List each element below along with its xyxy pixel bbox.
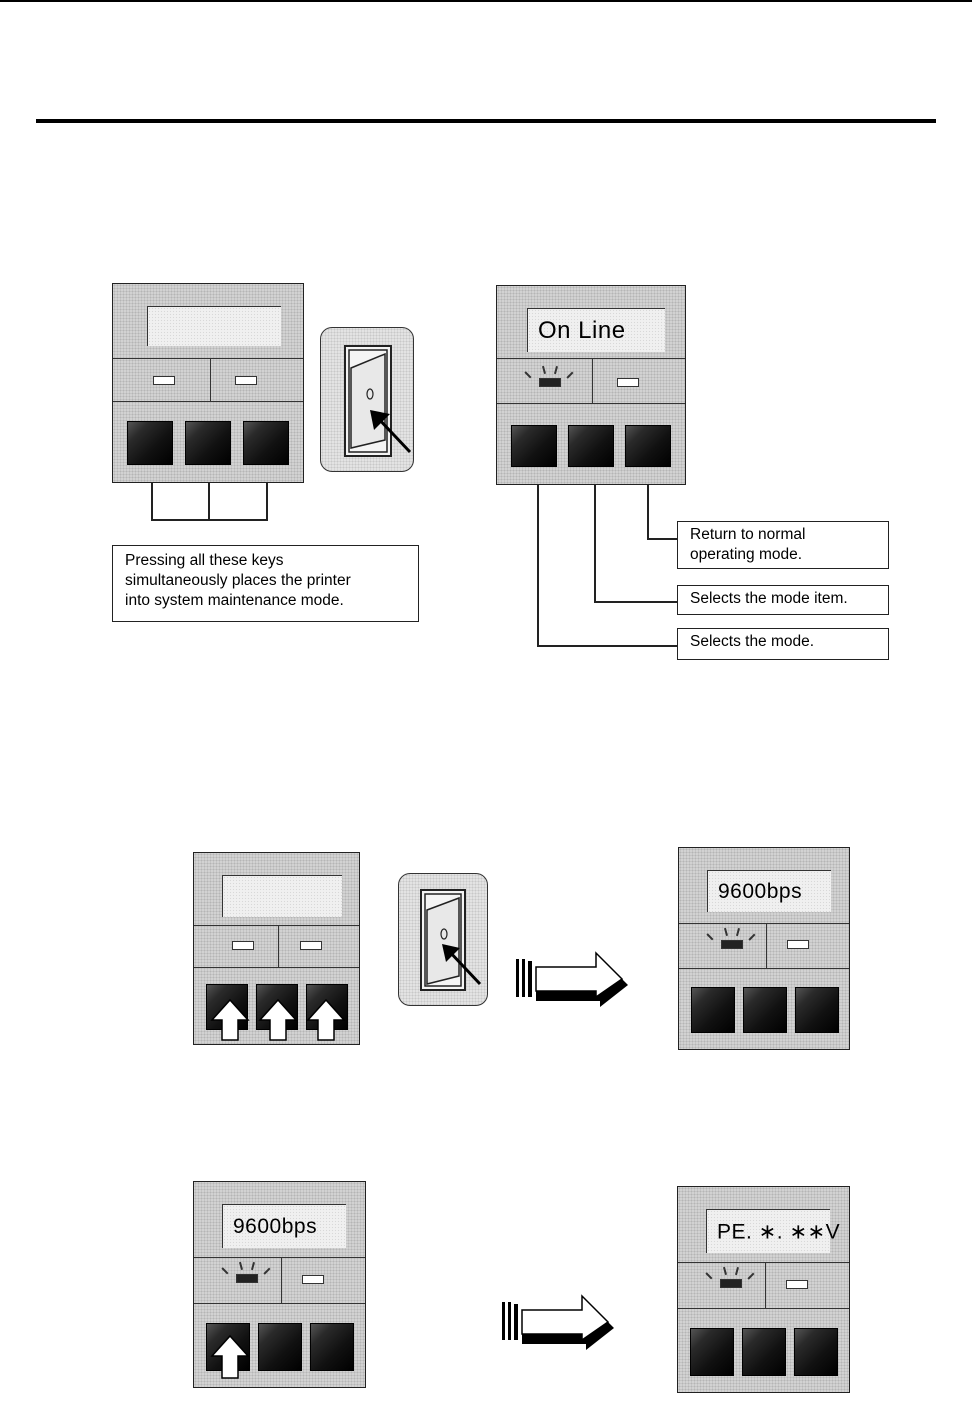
lcd-text: On Line bbox=[538, 316, 626, 344]
lcd-display: On Line bbox=[527, 308, 665, 352]
callout-line bbox=[537, 645, 677, 647]
key-2[interactable] bbox=[258, 1323, 302, 1371]
led-indicator-left bbox=[232, 941, 254, 950]
key-3[interactable] bbox=[243, 421, 289, 465]
note-key3: Return to normal operating mode. bbox=[677, 521, 889, 569]
lcd-display bbox=[147, 306, 281, 346]
power-switch-graphic bbox=[420, 889, 466, 991]
key-1[interactable] bbox=[690, 1328, 734, 1376]
right-arrow-icon bbox=[516, 951, 628, 1007]
note-line: Return to normal bbox=[690, 526, 806, 543]
led-indicator-lit bbox=[236, 1274, 258, 1283]
control-panel-fig2-right: 9600bps bbox=[678, 847, 850, 1050]
led-indicator-lit bbox=[720, 1279, 742, 1288]
key-3[interactable] bbox=[794, 1328, 838, 1376]
power-switch-icon[interactable] bbox=[398, 873, 488, 1006]
lcd-display: 9600bps bbox=[707, 870, 831, 912]
note-key1: Selects the mode. bbox=[677, 628, 889, 660]
note-key2: Selects the mode item. bbox=[677, 585, 889, 615]
arrow-icon bbox=[442, 944, 482, 986]
control-panel-fig3-left: 9600bps bbox=[193, 1181, 366, 1388]
control-panel-fig1-right: On Line bbox=[496, 285, 686, 485]
key-2[interactable] bbox=[568, 425, 614, 467]
control-panel-fig3-right: PE. ∗. ∗∗V bbox=[677, 1186, 850, 1393]
section-rule bbox=[36, 119, 936, 123]
callout-line bbox=[647, 538, 677, 540]
callout-line bbox=[594, 601, 677, 603]
key-1[interactable] bbox=[127, 421, 173, 465]
up-arrow-icon bbox=[210, 1334, 250, 1379]
power-switch-icon[interactable] bbox=[320, 327, 414, 472]
led-indicator-right bbox=[787, 940, 809, 949]
up-arrow-icon bbox=[210, 998, 250, 1041]
lcd-text: 9600bps bbox=[718, 879, 803, 903]
power-switch-graphic bbox=[344, 345, 392, 457]
top-rule bbox=[0, 0, 972, 2]
up-arrow-icon bbox=[258, 998, 298, 1041]
led-indicator-lit bbox=[721, 940, 743, 949]
key-3[interactable] bbox=[625, 425, 671, 467]
lcd-display: PE. ∗. ∗∗V bbox=[706, 1209, 840, 1253]
led-indicator-right bbox=[617, 378, 639, 387]
bracket-line bbox=[208, 483, 210, 520]
arrow-icon bbox=[370, 410, 412, 454]
key-2[interactable] bbox=[185, 421, 231, 465]
key-1[interactable] bbox=[511, 425, 557, 467]
key-1[interactable] bbox=[691, 987, 735, 1033]
led-indicator-right bbox=[235, 376, 257, 385]
lcd-display bbox=[222, 875, 342, 917]
bracket-line bbox=[151, 483, 153, 520]
up-arrow-icon bbox=[306, 998, 346, 1041]
note-line: Pressing all these keys bbox=[125, 552, 284, 569]
control-panel-fig1-left bbox=[112, 283, 304, 483]
lcd-text: 9600bps bbox=[233, 1214, 318, 1238]
note-line: into system maintenance mode. bbox=[125, 592, 344, 609]
led-indicator-right bbox=[302, 1275, 324, 1284]
bracket-line bbox=[266, 483, 268, 520]
note-line: operating mode. bbox=[690, 546, 803, 563]
lcd-text: PE. ∗. ∗∗V bbox=[717, 1220, 841, 1243]
callout-line bbox=[537, 485, 539, 646]
lcd-display: 9600bps bbox=[222, 1204, 346, 1248]
callout-line bbox=[647, 485, 649, 539]
bracket-line bbox=[151, 519, 268, 521]
key-2[interactable] bbox=[743, 987, 787, 1033]
led-indicator-right bbox=[786, 1280, 808, 1289]
key-3[interactable] bbox=[795, 987, 839, 1033]
led-indicator-left bbox=[153, 376, 175, 385]
callout-line bbox=[594, 485, 596, 602]
note-line: simultaneously places the printer bbox=[125, 572, 351, 589]
right-arrow-icon bbox=[502, 1294, 614, 1350]
key-3[interactable] bbox=[310, 1323, 354, 1371]
note-all-keys: Pressing all these keys simultaneously p… bbox=[112, 545, 419, 622]
key-2[interactable] bbox=[742, 1328, 786, 1376]
led-indicator-right bbox=[300, 941, 322, 950]
led-indicator-lit bbox=[539, 378, 561, 387]
